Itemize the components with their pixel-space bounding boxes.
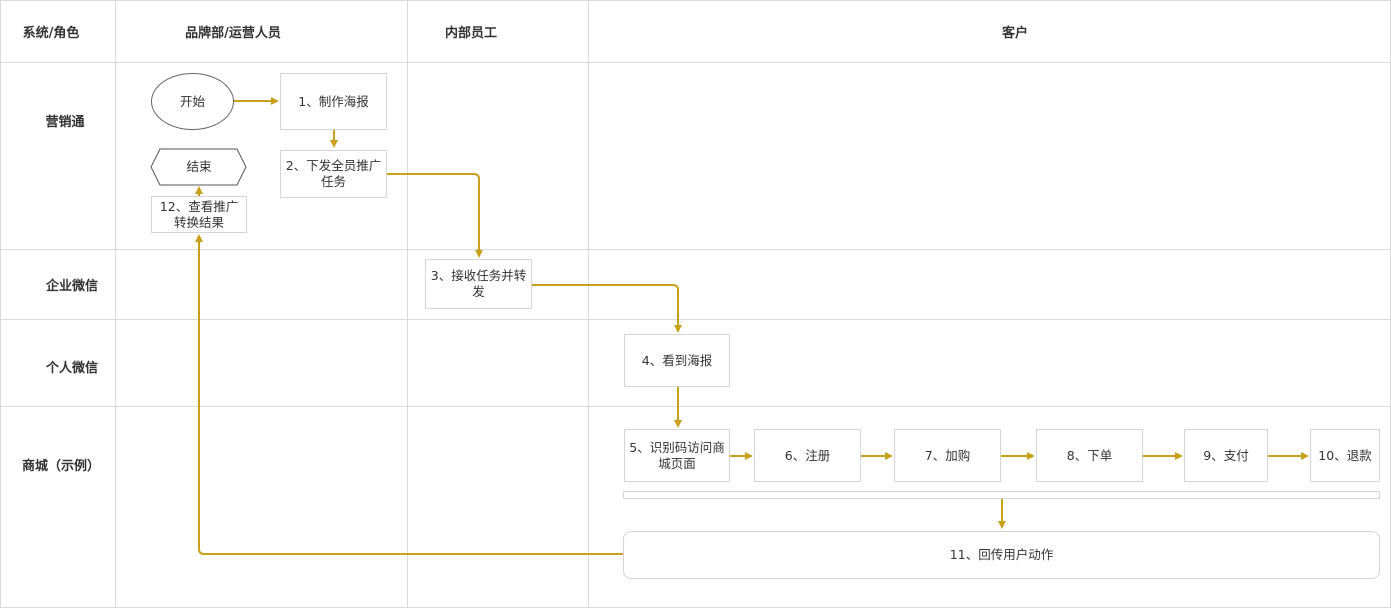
step-12-node: 12、查看推广转换结果: [151, 196, 247, 233]
grid-line: [407, 0, 408, 608]
connector-11-to-12: [195, 234, 623, 555]
column-header-brand: 品牌部/运营人员: [185, 25, 281, 41]
row-header-yingxiaotong: 营销通: [45, 114, 85, 130]
step-11-node: 11、回传用户动作: [623, 531, 1380, 579]
end-hexagon-shape: [150, 148, 247, 186]
grid-line: [0, 62, 1391, 63]
step-1-node: 1、制作海报: [280, 73, 387, 130]
grid-line: [0, 406, 1391, 407]
grid-line: [0, 319, 1391, 320]
grid-line: [0, 0, 1, 608]
start-node: 开始: [151, 73, 234, 130]
step-8-node: 8、下单: [1036, 429, 1143, 482]
step-10-node: 10、退款: [1310, 429, 1380, 482]
merge-bar: [623, 491, 1380, 499]
step-7-node: 7、加购: [894, 429, 1001, 482]
connector-3-to-4: [531, 284, 682, 333]
column-header-customer: 客户: [1001, 25, 1028, 41]
end-node: 结束: [186, 159, 212, 174]
column-header-role: 系统/角色: [22, 25, 80, 41]
step-9-node: 9、支付: [1184, 429, 1268, 482]
row-header-geren-weixin: 个人微信: [45, 360, 98, 376]
column-header-staff: 内部员工: [444, 25, 497, 41]
connector-2-to-3: [386, 173, 483, 258]
step-5-node: 5、识别码访问商城页面: [624, 429, 730, 482]
grid-line: [0, 0, 1391, 1]
step-6-node: 6、注册: [754, 429, 861, 482]
grid-line: [115, 0, 116, 608]
step-4-node: 4、看到海报: [624, 334, 730, 387]
row-header-qiye-weixin: 企业微信: [45, 278, 98, 294]
grid-line: [588, 0, 589, 608]
grid-line: [0, 249, 1391, 250]
row-header-shangcheng: 商城（示例）: [21, 458, 100, 474]
step-3-node: 3、接收任务并转发: [425, 259, 532, 309]
step-2-node: 2、下发全员推广任务: [280, 150, 387, 198]
